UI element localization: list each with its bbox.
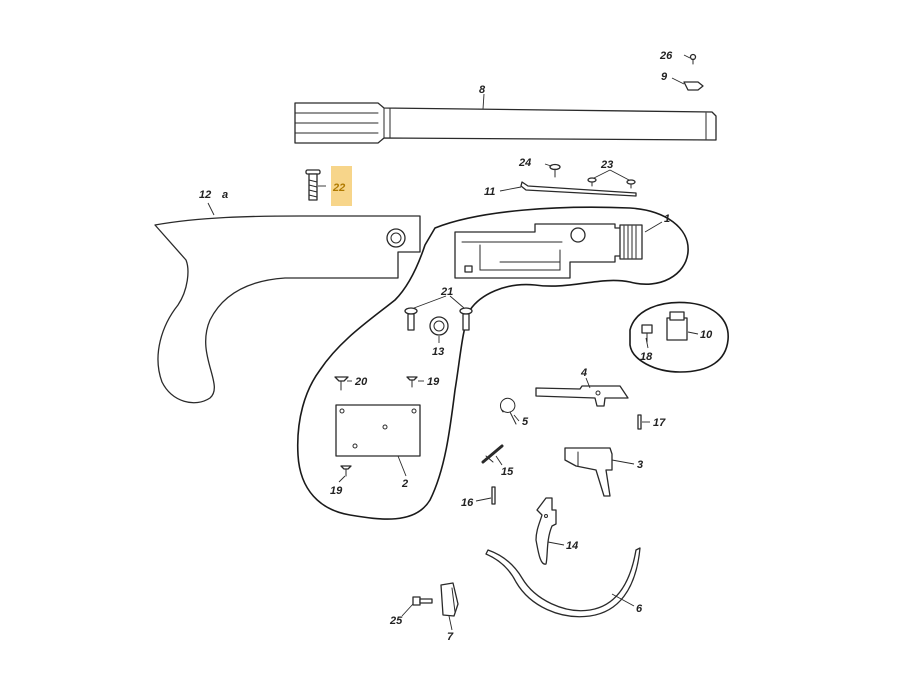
part-19-screw-b: [340, 465, 352, 477]
part-2-plate: [335, 404, 421, 457]
part-25-screw: [412, 596, 433, 606]
label-19-lower: 19: [330, 485, 343, 497]
label-23: 23: [600, 159, 613, 171]
highlight-box: [331, 166, 352, 206]
part-22-screw: [305, 169, 321, 201]
label-16: 16: [461, 497, 474, 509]
label-14: 14: [566, 540, 578, 552]
part-20-screw: [334, 376, 349, 391]
label-1: 1: [664, 213, 670, 225]
part-18-screw: [641, 324, 653, 343]
label-20: 20: [354, 376, 368, 388]
part-23-screws: [587, 177, 636, 189]
label-6: 6: [636, 603, 643, 615]
part-15-pin: [481, 444, 504, 464]
part-labels: 26 9 8 22 24 23 11 12 a 1 21 13 10 18 20…: [199, 50, 713, 643]
receiver: [454, 223, 643, 279]
label-11: 11: [484, 186, 495, 198]
part-16-pin: [491, 486, 496, 505]
part-6-guard: [485, 547, 641, 618]
part-9-clip: [683, 81, 704, 91]
label-5: 5: [522, 416, 529, 428]
part-13-bushing: [429, 316, 449, 336]
label-24: 24: [518, 157, 531, 169]
label-18: 18: [640, 351, 653, 363]
part-3-trigger-block: [564, 447, 613, 497]
leader-lines: [207, 54, 699, 631]
label-10: 10: [700, 329, 713, 341]
part-19-screw-a: [406, 376, 418, 388]
part-4-bar: [535, 385, 629, 407]
label-12: 12: [199, 189, 211, 201]
part-14-trigger: [535, 497, 557, 565]
label-21: 21: [440, 286, 453, 298]
part-21-screws: [404, 307, 473, 331]
part-5-spring: [500, 397, 517, 425]
label-22: 22: [332, 182, 345, 194]
label-7: 7: [447, 631, 454, 643]
label-4: 4: [580, 367, 587, 379]
label-12-suffix: a: [222, 189, 228, 201]
label-15: 15: [501, 466, 514, 478]
label-3: 3: [637, 459, 643, 471]
part-17-pin: [637, 414, 642, 430]
label-19-upper: 19: [427, 376, 440, 388]
part-7-plate: [440, 582, 459, 617]
label-9: 9: [661, 71, 668, 83]
label-2: 2: [401, 478, 408, 490]
part-11-spring: [520, 181, 637, 197]
label-25: 25: [389, 615, 403, 627]
part-24-screw: [549, 163, 561, 178]
barrel: [294, 102, 717, 144]
part-26-pin: [689, 53, 697, 65]
label-13: 13: [432, 346, 444, 358]
label-8: 8: [479, 84, 486, 96]
part-10-block: [666, 311, 688, 341]
label-26: 26: [659, 50, 673, 62]
grip-stock: [154, 215, 421, 404]
label-17: 17: [653, 417, 666, 429]
